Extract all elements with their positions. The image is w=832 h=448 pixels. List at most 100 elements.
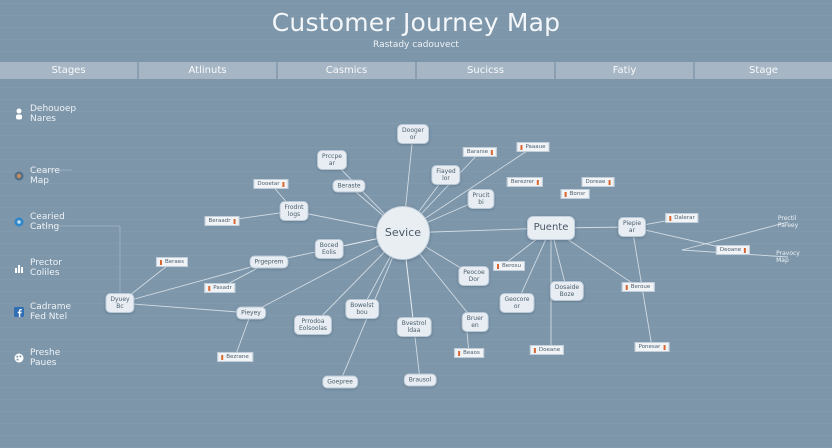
tag-2[interactable]: Paaaue — [516, 142, 550, 152]
stage-header-4[interactable]: Sucicss — [417, 62, 556, 79]
tag-label: Beraes — [164, 259, 185, 265]
tag-8[interactable]: Beraes — [155, 257, 189, 267]
marker-icon — [564, 191, 567, 197]
marker-icon — [744, 247, 747, 253]
journey-node-14[interactable]: Bruer en — [461, 312, 489, 332]
journey-node-5[interactable]: Prucit bi — [467, 189, 495, 209]
tag-11[interactable]: Beroue — [621, 282, 655, 292]
journey-node-12[interactable]: Prrodoa Eolsoolas — [293, 315, 333, 335]
marker-icon — [159, 259, 162, 265]
marker-icon — [537, 179, 540, 185]
marker-icon — [496, 263, 499, 269]
service-hub[interactable]: Sevice — [376, 206, 430, 260]
tag-9[interactable]: Pasadr — [204, 283, 236, 293]
journey-node-8[interactable]: Prgeprem — [249, 255, 289, 269]
page-subtitle: Rastady cadouvect — [373, 40, 459, 50]
tag-label: Berezrer — [510, 179, 535, 185]
purchase-hub[interactable]: Puente — [527, 216, 575, 240]
tag-4[interactable]: Berezrer — [506, 177, 544, 187]
tag-label: Dooetar — [257, 181, 280, 187]
tag-5[interactable]: Bonsr — [560, 189, 590, 199]
tag-label: Beaos — [463, 350, 480, 356]
marker-icon — [663, 344, 666, 350]
tag-10[interactable]: Berosu — [492, 261, 526, 271]
marker-icon — [458, 350, 461, 356]
journey-node-16[interactable]: Geocore or — [499, 293, 535, 313]
tag-15[interactable]: Bezrane — [217, 352, 253, 362]
globe-icon — [14, 171, 24, 181]
connector — [234, 312, 252, 358]
sidebar-item-label: Prector Coliles — [30, 258, 62, 278]
sidebar-item-label: Dehouoep Nares — [30, 104, 77, 124]
sidebar-item-pauses[interactable]: Preshe Paues — [14, 348, 90, 368]
journey-node-19[interactable]: Brausol — [403, 373, 437, 387]
tag-13[interactable]: Beaos — [454, 348, 484, 358]
stage-header-2[interactable]: Atlinuts — [139, 62, 278, 79]
journey-node-9[interactable]: Dyuey Bc — [105, 293, 135, 313]
tag-1[interactable]: Bararse — [462, 147, 498, 157]
journey-node-17[interactable]: Dosaide Boze — [549, 281, 585, 301]
tag-17[interactable]: Doreae — [581, 177, 615, 187]
stage-header-1[interactable]: Stages — [0, 62, 139, 79]
sidebar-item-label: Preshe Paues — [30, 348, 61, 368]
sidebar-item-catalog[interactable]: Cearied Catlng — [14, 212, 90, 232]
stage-header-5[interactable]: Fatiy — [556, 62, 695, 79]
sidebar-item-feedback[interactable]: Cadrame Fed Ntel — [14, 302, 90, 322]
journey-node-2[interactable]: Prccpe ar — [317, 150, 347, 170]
stage-header-bar: Stages Atlinuts Casmics Sucicss Fatiy St… — [0, 62, 832, 79]
connector — [250, 232, 404, 314]
journey-node-18[interactable]: Goepree — [322, 375, 358, 389]
sidebar-item-profiles[interactable]: Prector Coliles — [14, 258, 90, 278]
bar-chart-icon — [14, 263, 24, 273]
sidebar-item-label: Cearre Map — [30, 166, 60, 186]
marker-icon — [491, 149, 494, 155]
tag-label: Berosu — [501, 263, 522, 269]
journey-node-22[interactable]: Pravocy Map — [776, 250, 800, 264]
sidebar-item-map[interactable]: Cearre Map — [14, 166, 90, 186]
marker-icon — [282, 181, 285, 187]
facebook-icon — [14, 307, 24, 317]
journey-node-10[interactable]: Pieyey — [236, 306, 266, 320]
tag-label: Deoane — [719, 247, 742, 253]
journey-node-11[interactable]: Bowelst bou — [345, 299, 379, 319]
connector — [119, 261, 270, 304]
tag-label: Paaaue — [525, 144, 546, 150]
marker-icon — [520, 144, 523, 150]
page-title: Customer Journey Map — [271, 8, 561, 37]
stage-header-3[interactable]: Casmics — [278, 62, 417, 79]
palette-icon — [14, 353, 24, 363]
journey-node-1[interactable]: Dooger or — [397, 124, 429, 144]
tag-16[interactable]: Ponesar — [634, 342, 670, 352]
journey-node-15[interactable]: Peocoe Dor — [458, 266, 490, 286]
stage-header-6[interactable]: Stage — [695, 62, 832, 79]
journey-node-3[interactable]: Beraste — [332, 179, 366, 193]
tag-7[interactable]: Dalerar — [665, 213, 699, 223]
tag-6[interactable]: Beraadr — [204, 216, 240, 226]
journey-node-21[interactable]: Prectil Pareey — [777, 215, 799, 229]
connector — [119, 302, 252, 314]
sidebar-item-personas[interactable]: Dehouoep Nares — [14, 104, 90, 124]
sidebar-item-label: Cearied Catlng — [30, 212, 65, 232]
marker-icon — [221, 354, 224, 360]
journey-node-4[interactable]: Fiayed lor — [431, 165, 461, 185]
tag-label: Dalerar — [674, 215, 695, 221]
tag-label: Pasadr — [213, 285, 232, 291]
tag-label: Doreae — [585, 179, 606, 185]
tag-3[interactable]: Dooetar — [253, 179, 289, 189]
journey-node-6[interactable]: Frodnt logs — [279, 201, 309, 221]
tag-label: Doeane — [538, 347, 561, 353]
marker-icon — [625, 284, 628, 290]
journey-node-7[interactable]: Boced Eolis — [314, 239, 344, 259]
journey-node-13[interactable]: Bvestrol ldaa — [396, 317, 432, 337]
marker-icon — [608, 179, 611, 185]
tag-label: Bezrane — [226, 354, 249, 360]
marker-icon — [533, 347, 536, 353]
tag-12[interactable]: Deoane — [715, 245, 751, 255]
tag-14[interactable]: Doeane — [529, 345, 565, 355]
journey-node-20[interactable]: Piepie ar — [617, 217, 647, 237]
person-icon — [14, 108, 24, 120]
tag-label: Beroue — [630, 284, 651, 290]
tag-label: Ponesar — [638, 344, 661, 350]
blue-gear-icon — [14, 217, 24, 227]
